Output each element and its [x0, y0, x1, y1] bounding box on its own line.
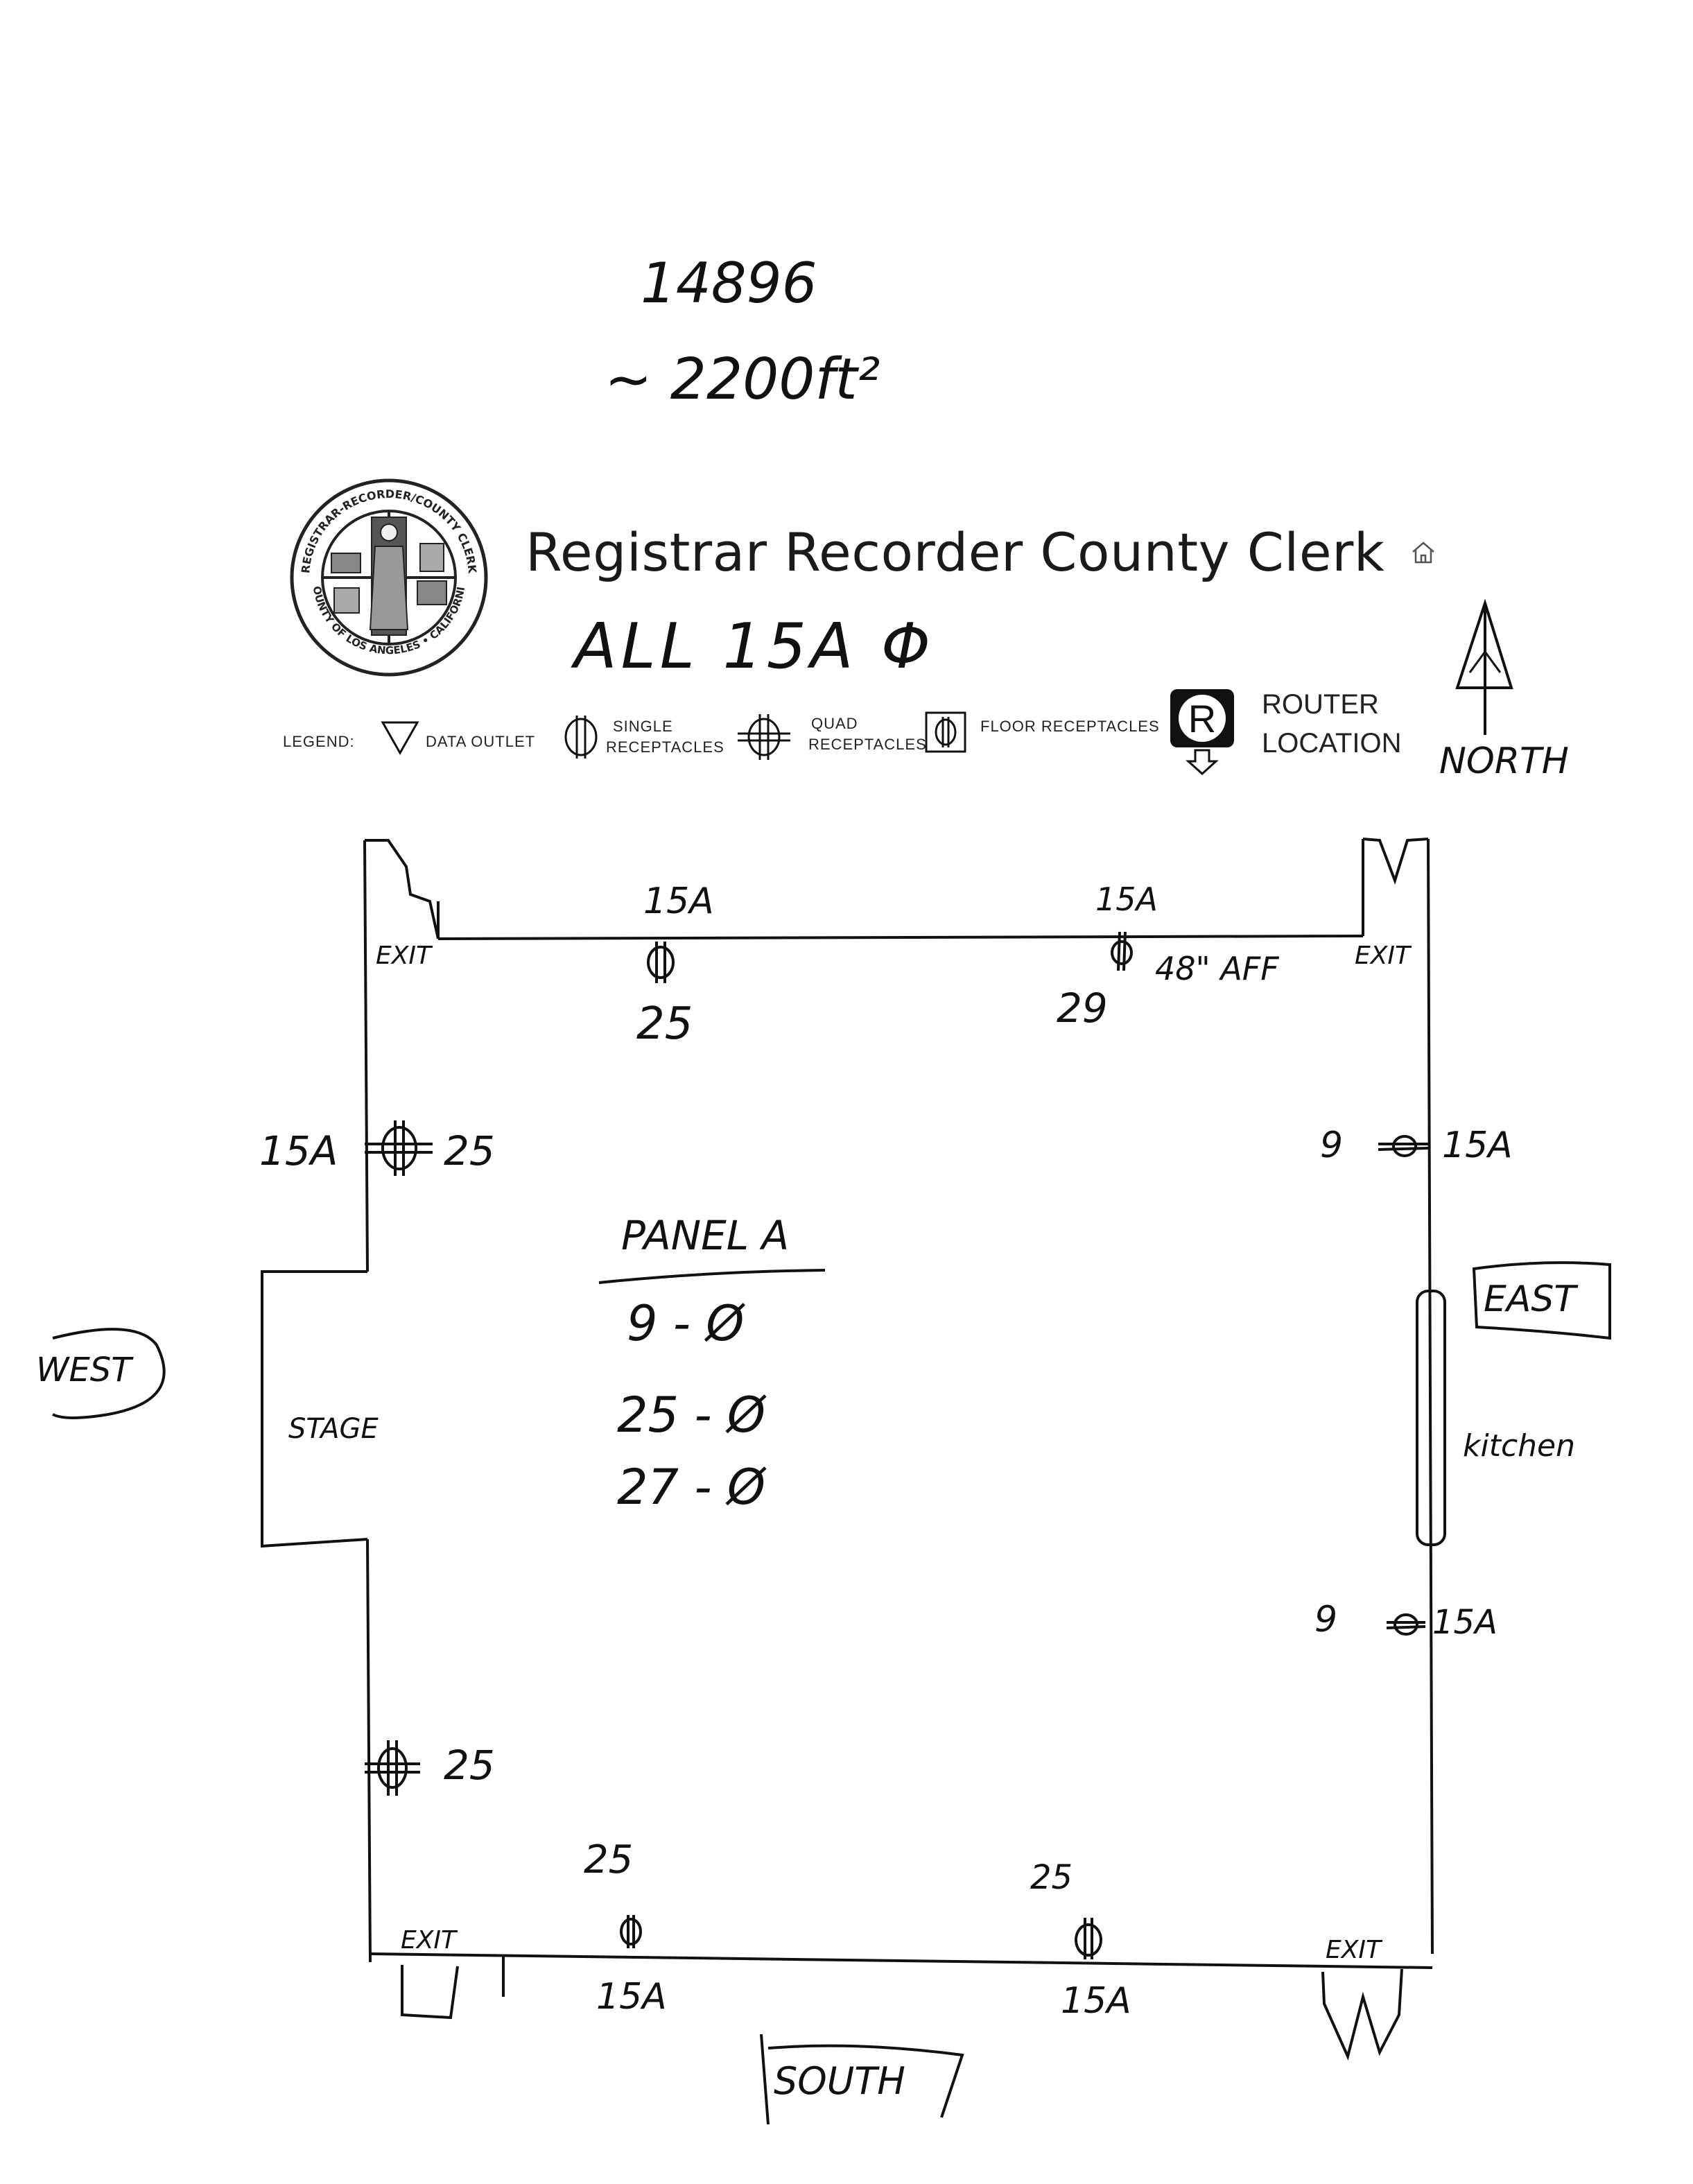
north-left-circuit: 25 [636, 998, 693, 1050]
quad-receptacle-icon [738, 714, 790, 760]
quad-receptacle-icon [365, 1120, 433, 1176]
north-label: NORTH [1439, 740, 1569, 782]
west-label: WEST [36, 1351, 132, 1389]
south-box [760, 2034, 964, 2125]
south-right-amp: 15A [1061, 1980, 1131, 2022]
west-bubble [52, 1328, 166, 1419]
exit-label-nw: EXIT [376, 942, 432, 970]
county-seal-logo: REGISTRAR-RECORDER/COUNTY CLERK COUNTY O… [288, 477, 488, 677]
south-left-circuit: 25 [584, 1837, 634, 1882]
exit-label-ne: EXIT [1355, 942, 1411, 970]
north-arrow-icon [1455, 598, 1513, 735]
legend-single-label-2: RECEPTACLES [606, 738, 724, 756]
north-right-amp: 15A [1095, 881, 1158, 918]
page-title: Registrar Recorder County Clerk [526, 521, 1385, 583]
legend-data-outlet-label: DATA OUTLET [426, 733, 536, 750]
east-lower-circuit: 9 [1314, 1599, 1338, 1640]
east-upper-amp: 15A [1442, 1125, 1513, 1166]
quad-receptacle-icon [365, 1740, 420, 1796]
panel-row-1: 9 - Ø [627, 1295, 745, 1352]
east-box [1472, 1261, 1611, 1340]
single-receptacle-icon [647, 942, 675, 983]
panel-row-2: 25 - Ø [617, 1387, 765, 1444]
triangle-icon [381, 721, 419, 756]
south-label: SOUTH [774, 2059, 905, 2103]
east-label: EAST [1484, 1279, 1577, 1320]
single-receptacle-icon [1386, 1613, 1426, 1636]
east-upper-circuit: 9 [1320, 1125, 1344, 1166]
stage-label: STAGE [288, 1413, 379, 1445]
handwritten-area: ~ 2200ft² [605, 347, 880, 413]
handwritten-amp-note: ALL 15A Φ [574, 610, 935, 683]
single-receptacle-icon [1111, 931, 1133, 971]
north-right-circuit: 29 [1057, 985, 1108, 1032]
svg-text:R: R [1188, 697, 1216, 740]
single-receptacle-icon [564, 716, 598, 759]
kitchen-label: kitchen [1463, 1428, 1575, 1464]
west-upper-circuit: 25 [444, 1127, 495, 1175]
exit-label-se: EXIT [1326, 1936, 1382, 1964]
north-left-amp: 15A [643, 881, 714, 922]
legend-floor-label: FLOOR RECEPTACLES [980, 718, 1160, 735]
legend-quad-label-1: QUAD [811, 715, 858, 732]
south-right-circuit: 25 [1030, 1858, 1073, 1897]
north-right-note: 48" AFF [1155, 950, 1279, 987]
handwritten-number: 14896 [641, 251, 817, 315]
router-label-1: ROUTER [1262, 689, 1379, 720]
legend-label: LEGEND: [283, 733, 355, 750]
router-label-2: LOCATION [1262, 728, 1402, 759]
south-left-amp: 15A [596, 1976, 667, 2018]
floor-receptacle-icon [925, 711, 966, 753]
router-icon: R [1170, 689, 1234, 776]
single-receptacle-icon [1378, 1135, 1429, 1157]
single-receptacle-icon [1075, 1918, 1102, 1959]
panel-underline [598, 1269, 826, 1284]
panel-row-3: 27 - Ø [617, 1459, 765, 1516]
exit-label-sw: EXIT [401, 1926, 457, 1955]
panel-title: PANEL A [621, 1212, 790, 1259]
home-icon [1412, 541, 1434, 564]
legend-single-label-1: SINGLE [613, 718, 673, 735]
legend-quad-label-2: RECEPTACLES [808, 736, 927, 753]
west-lower-circuit: 25 [444, 1742, 495, 1789]
single-receptacle-icon [620, 1915, 642, 1948]
east-lower-amp: 15A [1432, 1603, 1497, 1642]
west-upper-amp: 15A [259, 1127, 338, 1175]
